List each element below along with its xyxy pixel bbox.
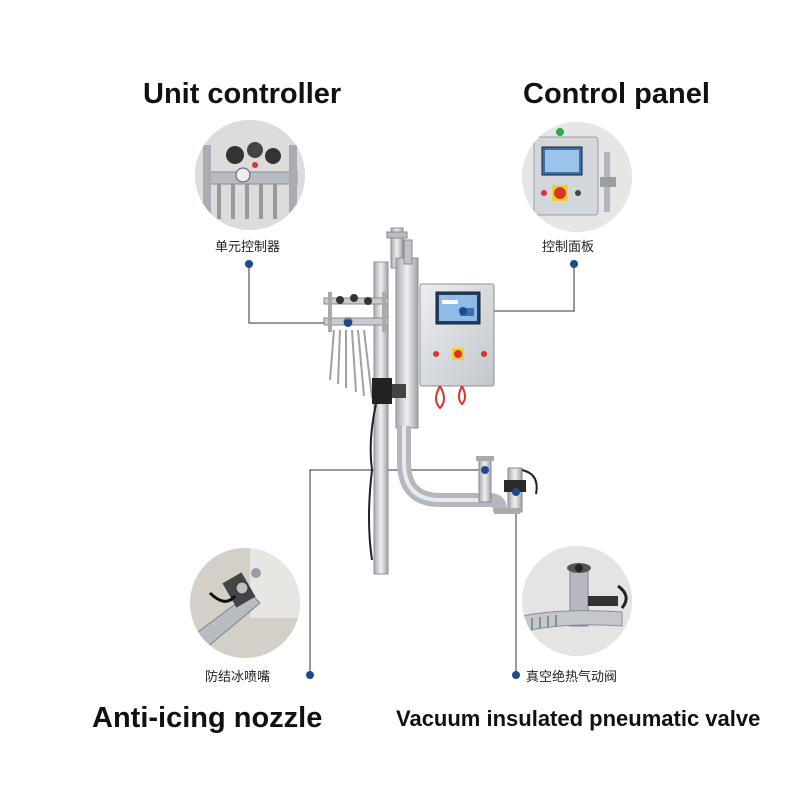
label-unit-controller-cn: 单元控制器: [215, 240, 281, 255]
label-control-panel-cn: 控制面板: [542, 240, 595, 255]
dot-vacuum-valve-label: [512, 671, 520, 679]
title-vacuum-valve: Vacuum insulated pneumatic valve: [396, 706, 761, 731]
dot-anti-icing-label: [306, 671, 314, 679]
title-control-panel: Control panel: [523, 78, 710, 110]
control-panel-photo: [522, 122, 632, 232]
dot-unit-controller-target: [344, 319, 352, 327]
label-vacuum-valve-cn: 真空绝热气动阀: [526, 670, 618, 685]
leader-anti-icing: [309, 469, 485, 674]
dot-anti-icing-target: [481, 466, 489, 474]
dot-vacuum-valve-target: [512, 488, 520, 496]
dot-control-panel-label: [570, 260, 578, 268]
vacuum-valve-part: [494, 467, 538, 514]
anti-icing-nozzle-photo: [190, 548, 300, 658]
title-unit-controller: Unit controller: [143, 78, 342, 110]
column: [395, 257, 419, 429]
title-anti-icing-nozzle: Anti-icing nozzle: [92, 702, 323, 734]
unit-controller-photo: [195, 120, 305, 230]
label-anti-icing-cn: 防结冰喷嘴: [205, 670, 271, 685]
leader-unit-controller: [248, 264, 348, 324]
dot-control-panel-target: [459, 307, 467, 315]
leader-control-panel: [463, 264, 575, 312]
control-panel-box: [419, 283, 495, 410]
dot-unit-controller-label: [245, 260, 253, 268]
anti-icing-nozzle-part: [476, 456, 494, 503]
vacuum-valve-photo: [522, 546, 632, 656]
